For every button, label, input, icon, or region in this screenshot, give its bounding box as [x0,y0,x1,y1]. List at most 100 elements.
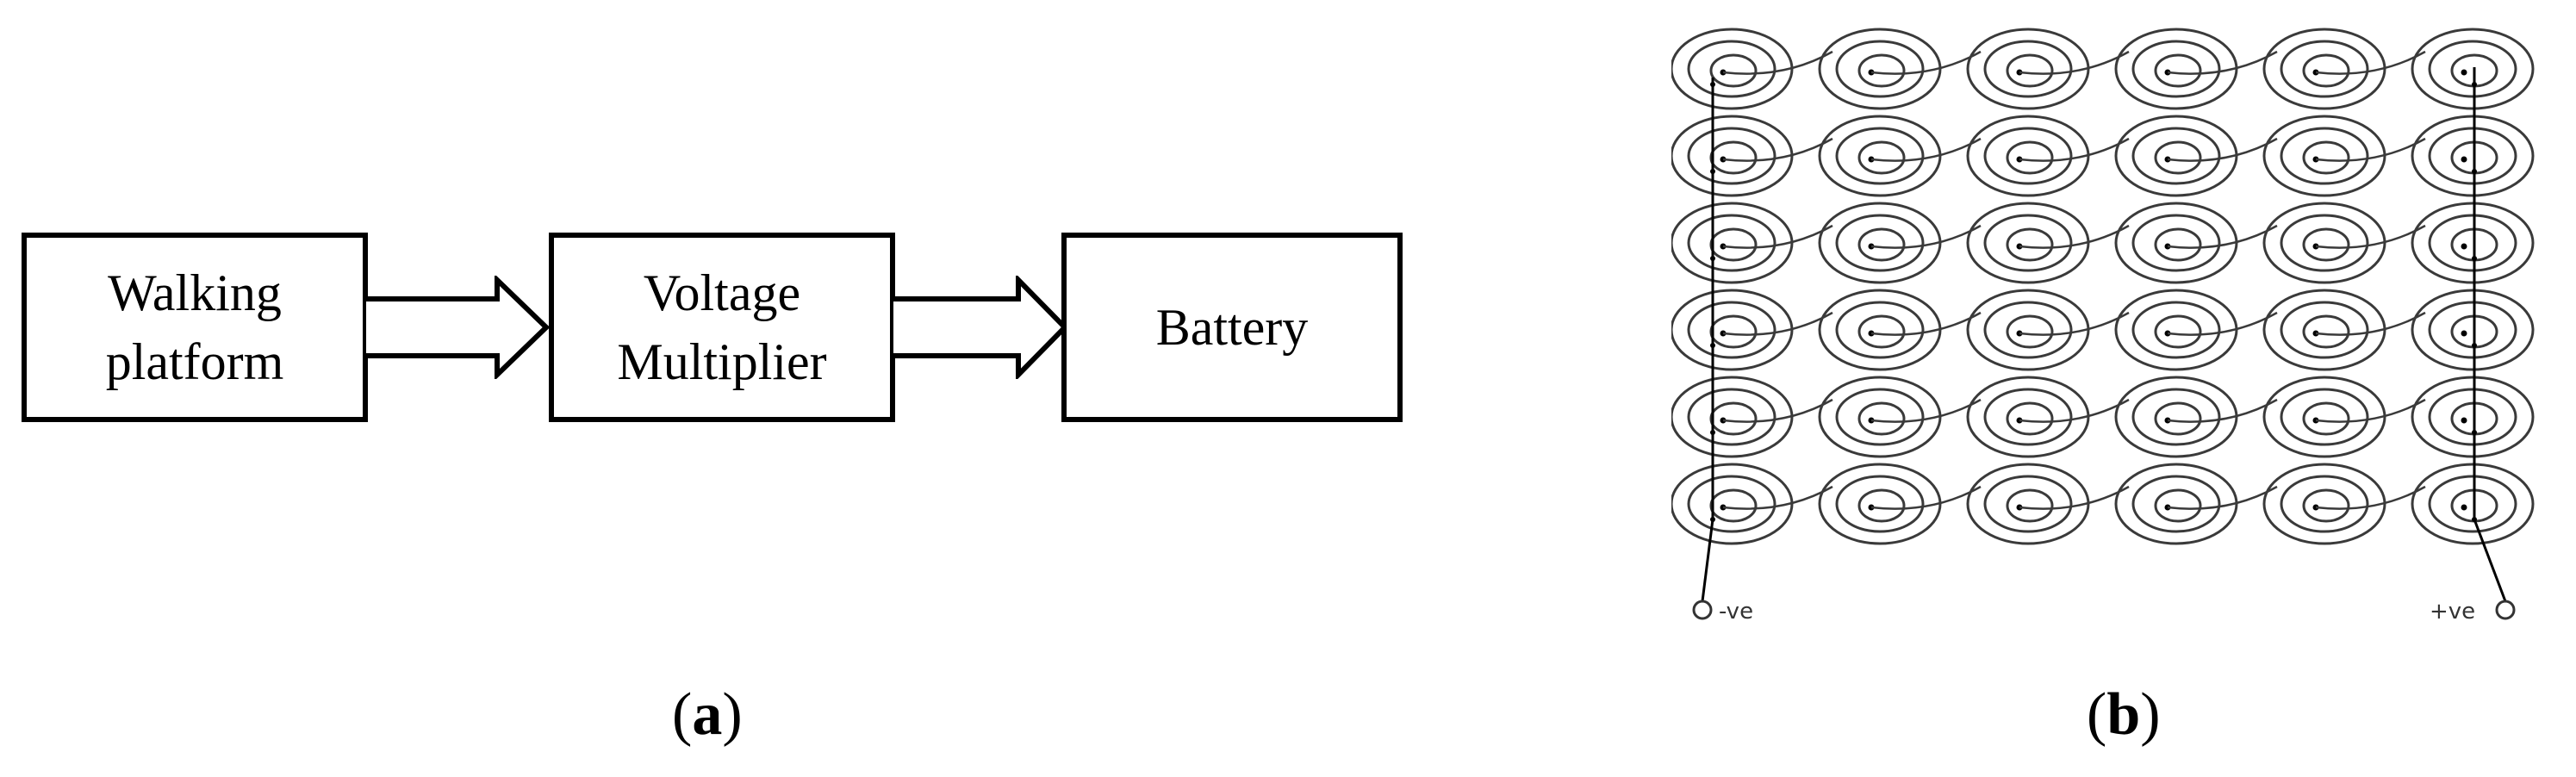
coil [1818,202,1942,284]
coil-lead [1722,398,1833,423]
coil [1671,376,1794,458]
coil [2411,115,2535,197]
coil [2411,289,2535,371]
coil [2114,376,2238,458]
positive-terminal-label: +ve [2430,599,2475,625]
coil [1966,463,2090,545]
coil [1671,202,1794,284]
battery-block: Battery [1061,233,1403,422]
coil [1818,28,1942,110]
coil [2411,376,2535,458]
coil [2114,289,2238,371]
coil-lead [1870,50,1982,75]
bus-junction [1710,343,1715,348]
voltage-multiplier-line1: Voltage [643,264,801,321]
coil [1966,202,2090,284]
coil-lead [2167,311,2278,336]
coil [1818,115,1942,197]
bus-junction [1710,430,1715,435]
caption-b: (b) [2087,681,2161,748]
caption-a-letter: a [692,681,723,748]
coil-lead [2315,137,2426,162]
coil [2411,28,2535,110]
coil-lead [2019,137,2130,162]
coil [1818,463,1942,545]
coil-lead [2315,50,2426,75]
coil [1818,289,1942,371]
coil-lead [2167,485,2278,510]
positive-lead [2473,519,2507,602]
coil-grid [1671,28,2535,545]
coil-lead [1722,485,1833,510]
bus-junction [2472,169,2477,174]
bus-junction [2472,430,2477,435]
bus-junction [1710,169,1715,174]
coil [1966,376,2090,458]
coil [2262,28,2386,110]
coil [2411,463,2535,545]
negative-terminal-icon [1692,600,1713,620]
coil [1966,289,2090,371]
negative-lead [1701,519,1714,602]
positive-terminal-icon [2495,600,2516,620]
walking-platform-line1: Walking [108,264,282,321]
coil [2114,28,2238,110]
coil [1671,463,1794,545]
positive-terminal: +ve [2430,599,2516,625]
coil-lead [2019,224,2130,249]
bus-junction [2472,517,2477,522]
voltage-multiplier-line2: Multiplier [617,333,827,390]
coil-lead [1722,50,1833,75]
coil-lead [2315,398,2426,423]
coil-lead [1722,311,1833,336]
bus-junction [1710,256,1715,261]
wiring [1701,50,2507,602]
coil [1671,289,1794,371]
coil [2262,376,2386,458]
coil-lead [2315,485,2426,510]
coil-lead [2167,224,2278,249]
coil [1966,115,2090,197]
coil [2262,115,2386,197]
bus-junction [2472,82,2477,87]
coil-lead [1722,137,1833,162]
coil-lead [2019,311,2130,336]
coil-lead [2019,50,2130,75]
coil [2114,463,2238,545]
coil-lead [2315,311,2426,336]
coil [2262,289,2386,371]
battery-label: Battery [1155,299,1309,356]
coil-lead [1870,398,1982,423]
coil-lead [1870,137,1982,162]
bus-junction [1710,517,1715,522]
walking-platform-line2: platform [105,333,284,390]
coil-lead [2167,398,2278,423]
coil [1671,28,1794,110]
negative-terminal: -ve [1692,599,1753,625]
arrow-multiplier-to-battery [891,276,1069,379]
coil [1818,376,1942,458]
bus-junction [2472,256,2477,261]
coil-lead [2019,398,2130,423]
coil-array-diagram: -ve +ve [1671,28,2535,625]
coil-lead [2019,485,2130,510]
coil [2114,202,2238,284]
coil-lead [1722,224,1833,249]
coil-lead [2167,50,2278,75]
arrow-walking-to-multiplier [364,276,551,379]
caption-a: (a) [672,681,743,748]
coil [2411,202,2535,284]
coil [2262,463,2386,545]
coil [1966,28,2090,110]
walking-platform-block: Walking platform [22,233,368,422]
coil-lead [1870,311,1982,336]
coil-lead [1870,485,1982,510]
coil [1671,115,1794,197]
coil [2114,115,2238,197]
coil-lead [2167,137,2278,162]
coil-lead [1870,224,1982,249]
coil [2262,202,2386,284]
coil-lead [2315,224,2426,249]
voltage-multiplier-block: Voltage Multiplier [549,233,895,422]
negative-terminal-label: -ve [1719,599,1753,625]
